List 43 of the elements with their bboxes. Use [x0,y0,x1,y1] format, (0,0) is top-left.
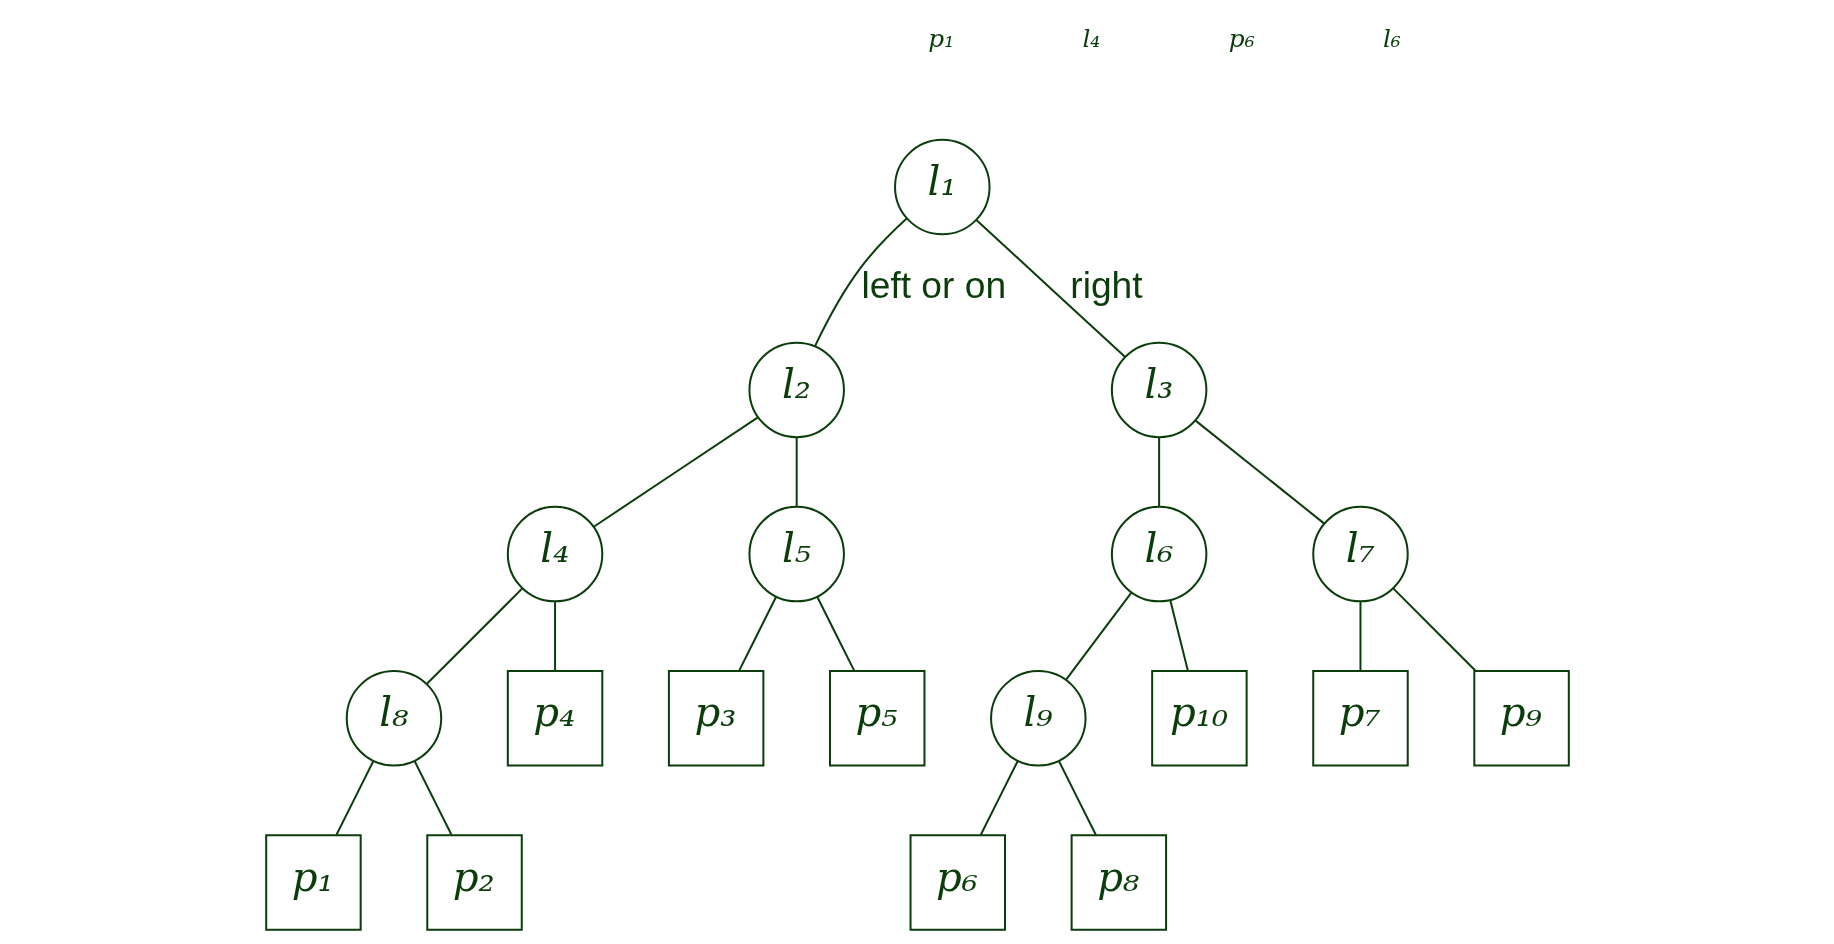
label: l₄ [1081,23,1100,53]
node-circle: l₇ [1311,505,1409,603]
connector [1157,437,1160,507]
connector [815,596,855,672]
connector [1168,599,1189,671]
edge-label: left or on [860,264,1006,307]
connector [1358,601,1361,671]
connector [975,219,1126,358]
node-circle: l₈ [345,670,442,767]
node-circle: l₁ [893,138,991,236]
node-box: p₈ [1070,834,1167,931]
connector [413,760,452,836]
edge-label: right [1069,264,1143,307]
connector [335,760,374,836]
node-box: p₅ [828,670,925,767]
connector [1194,419,1325,525]
node-box: p₁ [264,834,362,931]
connector [737,596,777,672]
node-circle: l₄ [506,505,603,603]
connector [425,587,523,685]
node-circle: l₉ [989,670,1087,767]
node-circle: l₃ [1110,341,1207,439]
label: p₆ [1228,23,1255,53]
node-circle: l₆ [1110,505,1207,603]
connector [592,416,758,528]
label: p₁ [927,23,954,53]
connector [813,217,907,347]
connector [553,601,556,671]
connector [979,760,1019,836]
node-box: p₆ [909,834,1006,931]
node-box: p₄ [506,670,603,767]
connector [1392,587,1476,672]
connector [795,437,798,507]
connector [1065,592,1132,680]
node-circle: l₂ [747,341,845,439]
label: l₆ [1382,23,1401,53]
node-circle: l₅ [747,505,845,603]
node-box: p₁₀ [1150,670,1248,767]
node-box: p₉ [1472,670,1570,767]
node-box: p₂ [425,834,523,931]
node-box: p₃ [667,670,764,767]
node-box: p₇ [1311,670,1409,767]
connector [1057,760,1097,836]
